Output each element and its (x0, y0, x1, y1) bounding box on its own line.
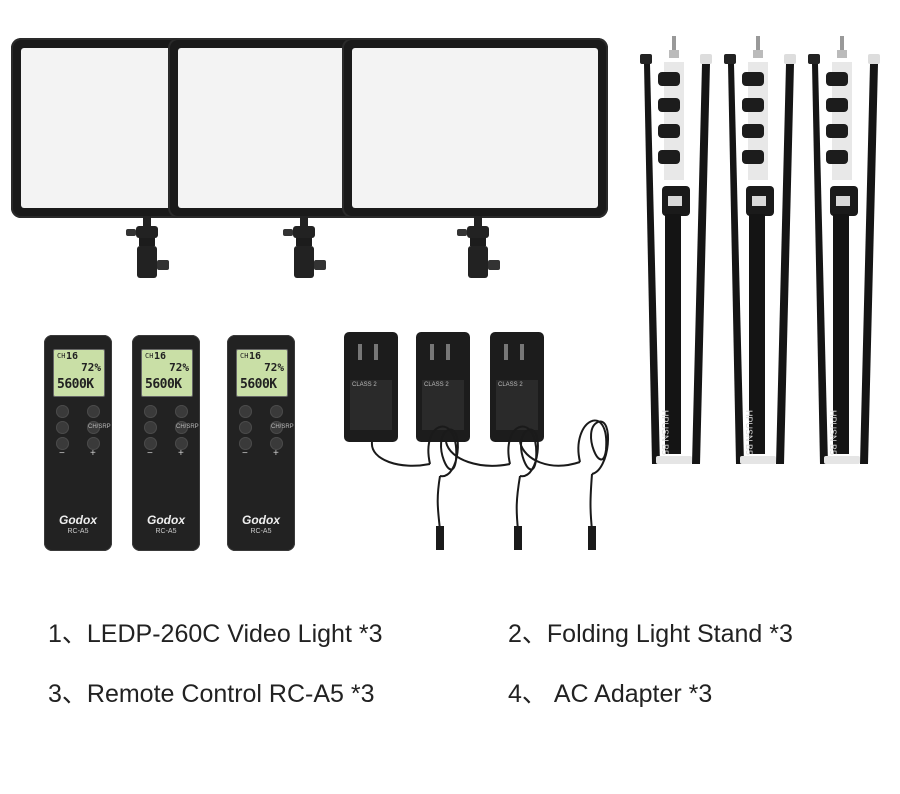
ac-adapter-2: CLASS 2 (416, 332, 470, 442)
remote-model: RC-A5 (250, 528, 272, 535)
remote-button (239, 421, 252, 434)
lcd-channel: 16 (249, 351, 262, 362)
plus-label: + (273, 448, 279, 459)
ac-adapter-1: CLASS 2 (344, 332, 398, 442)
stand-label-2: HPUSN B5 (744, 410, 754, 456)
remote-control-2: CH 16 72% 5600K CH/SRP − + Godox RC-A5 (132, 335, 200, 551)
lcd-display: CH 16 72% 5600K (53, 349, 105, 397)
lcd-ch-label: CH (145, 352, 154, 360)
adapter-body (490, 332, 544, 442)
lcd-channel: 16 (154, 351, 167, 362)
lcd-color-temp: 5600K (145, 377, 182, 392)
adapter-body (416, 332, 470, 442)
lcd-ch-label: CH (57, 352, 66, 360)
lcd-color-temp: 5600K (240, 377, 277, 392)
plus-label: + (178, 448, 184, 459)
minus-label: − (147, 448, 153, 459)
adapter-body (344, 332, 398, 442)
panel-mount-1 (126, 216, 169, 278)
remote-button (87, 421, 100, 434)
remote-button (175, 405, 188, 418)
ch-srp-label: CH/SRP (88, 424, 111, 430)
remote-button (144, 405, 157, 418)
panel-mount-2 (283, 216, 326, 278)
minus-label: − (59, 448, 65, 459)
led-panel-3 (342, 38, 608, 218)
remote-button (239, 437, 252, 450)
remote-model: RC-A5 (155, 528, 177, 535)
lcd-display: CH 16 72% 5600K (236, 349, 288, 397)
ch-srp-label: CH/SRP (271, 424, 294, 430)
light-stand-2 (724, 36, 796, 464)
remote-button (56, 437, 69, 450)
caption-video-light: 1、LEDP-260C Video Light *3 (48, 620, 383, 648)
lcd-channel: 16 (66, 351, 79, 362)
lcd-ch-label: CH (240, 352, 249, 360)
remote-brand: Godox (147, 513, 185, 527)
remote-control-3: CH 16 72% 5600K CH/SRP − + Godox RC-A5 (227, 335, 295, 551)
remote-button (87, 405, 100, 418)
panel-mount-3 (457, 216, 500, 278)
remote-control-1: CH 16 72% 5600K CH/SRP − + Godox RC-A5 (44, 335, 112, 551)
remote-button (270, 437, 283, 450)
lcd-brightness: 72% (264, 361, 284, 374)
remote-button (175, 421, 188, 434)
adapter-label: CLASS 2 (424, 382, 449, 388)
caption-remote-control: 3、Remote Control RC-A5 *3 (48, 680, 375, 708)
stand-label-3: HPUSN B5 (828, 410, 838, 456)
lcd-display: CH 16 72% 5600K (141, 349, 193, 397)
lcd-brightness: 72% (81, 361, 101, 374)
remote-brand: Godox (59, 513, 97, 527)
remote-button (56, 421, 69, 434)
caption-ac-adapter: 4、 AC Adapter *3 (508, 680, 713, 708)
light-stand-3 (808, 36, 880, 464)
remote-button (87, 437, 100, 450)
ch-srp-label: CH/SRP (176, 424, 199, 430)
remote-button (144, 437, 157, 450)
remote-brand: Godox (242, 513, 280, 527)
led-panel-face (352, 48, 598, 208)
plus-label: + (90, 448, 96, 459)
remote-button (56, 405, 69, 418)
remote-model: RC-A5 (67, 528, 89, 535)
ac-adapter-3: CLASS 2 (490, 332, 544, 442)
remote-button (270, 405, 283, 418)
remote-button (270, 421, 283, 434)
stand-label-1: HPUSN B5 (660, 410, 670, 456)
remote-button (175, 437, 188, 450)
light-stand-1 (640, 36, 712, 464)
minus-label: − (242, 448, 248, 459)
remote-button (239, 405, 252, 418)
caption-light-stand: 2、Folding Light Stand *3 (508, 620, 793, 648)
lcd-color-temp: 5600K (57, 377, 94, 392)
adapter-label: CLASS 2 (498, 382, 523, 388)
adapter-cables (370, 419, 609, 550)
lcd-brightness: 72% (169, 361, 189, 374)
remote-button (144, 421, 157, 434)
adapter-label: CLASS 2 (352, 382, 377, 388)
